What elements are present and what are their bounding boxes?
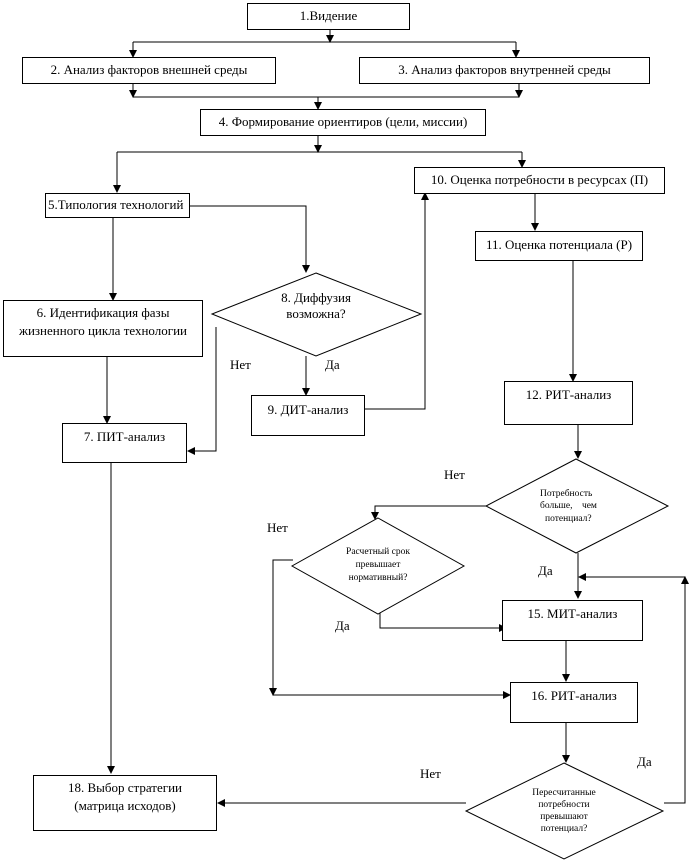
label-yes-17: Да bbox=[637, 754, 652, 769]
label-no-17: Нет bbox=[420, 766, 441, 781]
node-6-label-2: жизненного цикла технологии bbox=[18, 323, 187, 338]
decision-8 bbox=[210, 272, 423, 357]
node-18-label-2: (матрица исходов) bbox=[74, 798, 176, 813]
node-6-label-1: 6. Идентификация фазы bbox=[36, 305, 170, 320]
node-16-label: 16. РИТ-анализ bbox=[531, 688, 617, 703]
decision-13 bbox=[484, 458, 670, 554]
node-15-mit: 15. МИТ-анализ bbox=[502, 600, 643, 641]
decision-8-label-1: 8. Диффузия bbox=[281, 290, 351, 305]
node-9-dit: 9. ДИТ-анализ bbox=[251, 395, 365, 436]
node-2-label: 2. Анализ факторов внешней среды bbox=[50, 62, 248, 77]
node-3-internal-analysis: 3. Анализ факторов внутренней среды bbox=[359, 57, 650, 84]
node-4-orientation: 4. Формирование ориентиров (цели, миссии… bbox=[200, 109, 486, 136]
node-7-label: 7. ПИТ-анализ bbox=[83, 429, 166, 444]
label-no-8: Нет bbox=[230, 357, 251, 372]
node-12-label: 12. РИТ-анализ bbox=[525, 387, 612, 402]
node-3-label: 3. Анализ факторов внутренней среды bbox=[398, 62, 611, 77]
label-yes-14: Да bbox=[335, 618, 350, 633]
node-10-label: 10. Оценка потребности в ресурсах (П) bbox=[430, 172, 649, 187]
node-11-potential: 11. Оценка потенциала (Р) bbox=[475, 231, 643, 261]
node-15-label: 15. МИТ-анализ bbox=[527, 606, 618, 621]
node-5-label: 5.Типология технологий bbox=[48, 197, 184, 212]
node-1-vision: 1.Видение bbox=[247, 3, 410, 30]
decision-14-label-3: нормативный? bbox=[348, 573, 408, 583]
arrow-8-to-7 bbox=[187, 327, 217, 455]
label-yes-8: Да bbox=[325, 357, 340, 372]
label-no-14: Нет bbox=[267, 520, 288, 535]
label-no-13: Нет bbox=[444, 467, 465, 482]
decision-13-label-3: потенциал? bbox=[545, 514, 592, 524]
decision-17-label-3: превышают bbox=[540, 812, 588, 822]
decision-14-label-2: превышает bbox=[355, 560, 401, 570]
decision-17-label-4: потенциал? bbox=[540, 824, 588, 834]
node-1-label: 1.Видение bbox=[299, 8, 358, 23]
arrow-9-to-10 bbox=[365, 192, 429, 410]
decision-17 bbox=[464, 762, 665, 860]
node-12-rit: 12. РИТ-анализ bbox=[504, 381, 633, 425]
node-10-resource-needs: 10. Оценка потребности в ресурсах (П) bbox=[414, 167, 665, 194]
decision-17-label-2: потребности bbox=[538, 800, 590, 810]
arrow-5-to-8 bbox=[190, 205, 310, 273]
decision-8-label-2: возможна? bbox=[286, 306, 346, 321]
node-18-label-1: 18. Выбор стратегии bbox=[67, 780, 182, 795]
node-7-pit: 7. ПИТ-анализ bbox=[62, 423, 187, 463]
node-16-rit: 16. РИТ-анализ bbox=[510, 682, 638, 723]
decision-13-label-1: Потребность bbox=[540, 489, 593, 499]
label-yes-13: Да bbox=[538, 563, 553, 578]
decision-17-label-1: Пересчитанные bbox=[532, 788, 596, 798]
node-18-strategy: 18. Выбор стратегии (матрица исходов) bbox=[33, 775, 217, 831]
arrow-14-to-15 bbox=[379, 613, 507, 632]
arrow-13-to-14 bbox=[371, 505, 486, 520]
node-2-external-analysis: 2. Анализ факторов внешней среды bbox=[22, 57, 276, 84]
decision-14-label-1: Расчетный срок bbox=[346, 547, 410, 557]
decision-14 bbox=[290, 517, 466, 615]
node-5-typology: 5.Типология технологий bbox=[45, 193, 190, 218]
node-4-label: 4. Формирование ориентиров (цели, миссии… bbox=[218, 114, 468, 129]
node-6-lifecycle: 6. Идентификация фазы жизненного цикла т… bbox=[3, 300, 203, 357]
node-11-label: 11. Оценка потенциала (Р) bbox=[485, 237, 633, 252]
decision-13-label-2: больше, чем bbox=[540, 501, 597, 511]
node-9-label: 9. ДИТ-анализ bbox=[267, 402, 349, 417]
